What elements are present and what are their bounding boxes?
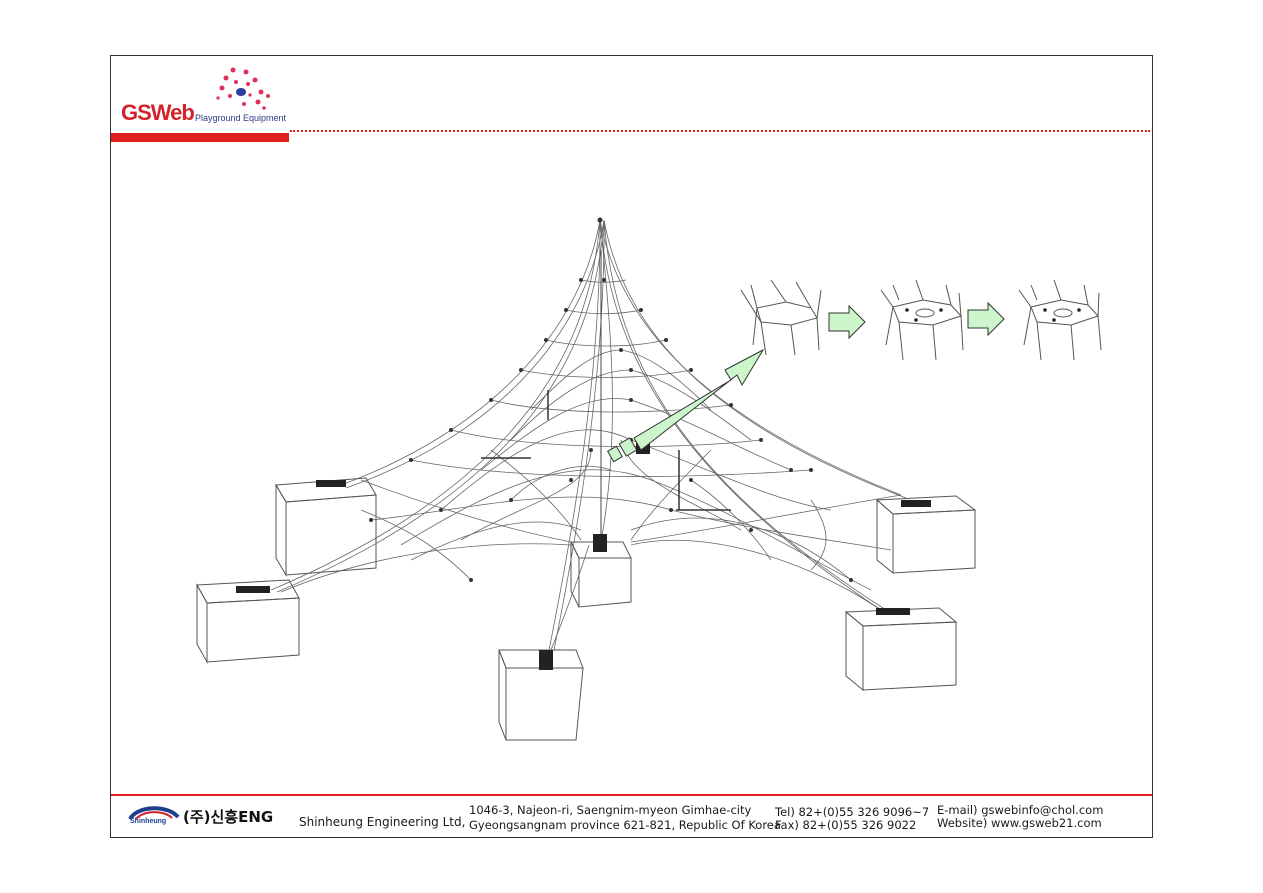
email: E-mail) gswebinfo@chol.com	[937, 803, 1104, 817]
company-name-korean: (주)신흥ENG	[183, 808, 274, 826]
logo-subtitle: Playground Equipment	[195, 113, 287, 123]
address-line-1: 1046-3, Najeon-ri, Saengnim-myeon Gimhae…	[469, 803, 752, 817]
fax: Fax) 82+(0)55 326 9022	[775, 818, 917, 832]
step-arrow-1-icon	[828, 304, 866, 340]
shinheung-logo-icon	[128, 806, 180, 821]
header-accent-bar	[111, 133, 289, 142]
footing-block-right-front	[844, 607, 958, 692]
shinheung-logo-text: Shinheung	[130, 818, 167, 825]
company-name-english: Shinheung Engineering Ltd,	[299, 815, 466, 829]
header-dotted-rule	[290, 130, 1150, 132]
hexagon-frame-sketch	[740, 279, 822, 356]
telephone: Tel) 82+(0)55 326 9096~7	[775, 805, 930, 819]
platform-frame-sketch	[880, 279, 964, 361]
footing-block-right-back	[875, 495, 977, 575]
website: Website) www.gsweb21.com	[937, 816, 1102, 830]
gsweb-logo-icon	[216, 67, 270, 110]
callout-arrow-icon	[606, 348, 765, 463]
rope-pyramid-drawing	[196, 217, 1102, 741]
address-line-2: Gyeongsangnam province 621-821, Republic…	[469, 818, 781, 832]
footer-rule	[111, 794, 1152, 796]
step-arrow-2-icon	[967, 301, 1005, 337]
logo-wordmark: GSWeb	[121, 100, 195, 125]
finished-platform-sketch	[1018, 279, 1102, 361]
footing-block-left-front	[196, 579, 300, 664]
footing-block-left-back	[275, 477, 377, 577]
